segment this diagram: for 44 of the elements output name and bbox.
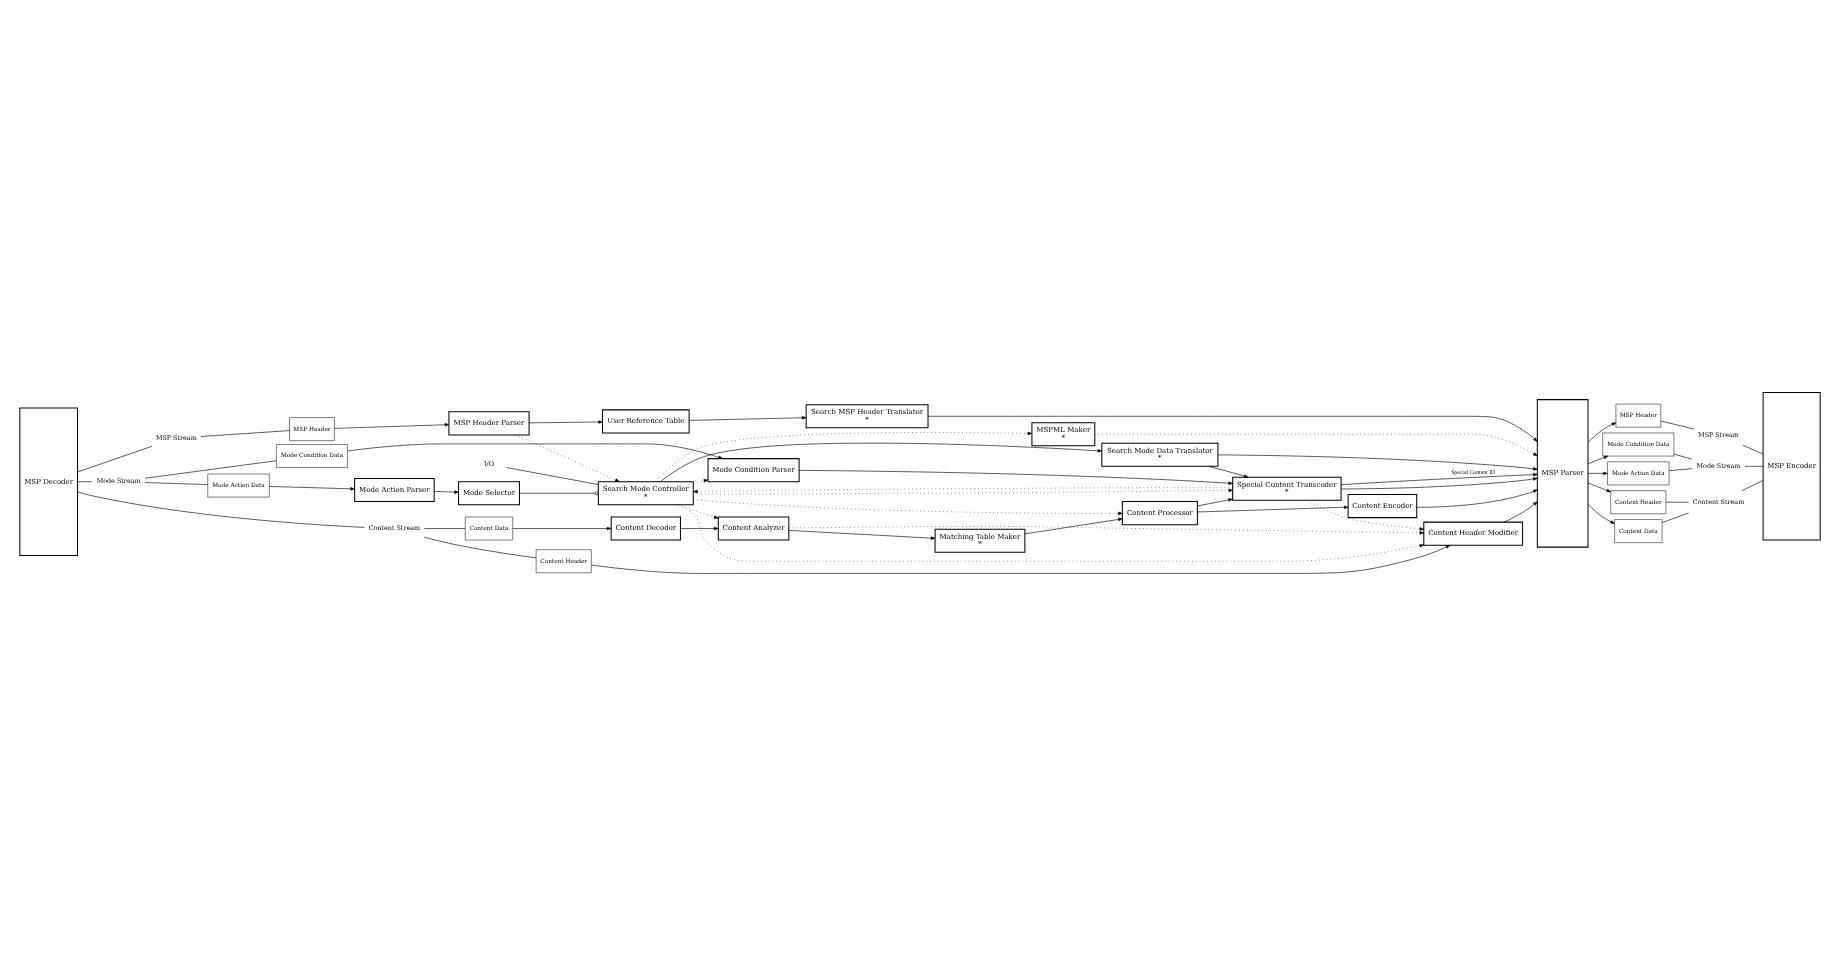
arrow <box>677 503 719 518</box>
arrow <box>528 419 603 423</box>
arrow <box>1197 504 1349 512</box>
arrow <box>680 525 719 530</box>
arrow <box>1208 465 1249 477</box>
arrow <box>1587 503 1615 523</box>
arrow <box>688 415 807 420</box>
arrow <box>660 441 1102 481</box>
arrow <box>788 525 1424 534</box>
connector <box>424 527 466 528</box>
arrow <box>1587 421 1617 442</box>
arrow <box>1504 500 1538 522</box>
connector <box>200 429 290 436</box>
arrow <box>1587 454 1609 464</box>
connector <box>1741 479 1764 490</box>
connector <box>77 445 153 472</box>
arrow <box>269 485 355 490</box>
arrow <box>927 415 1538 441</box>
arrow <box>512 525 612 530</box>
arrow <box>655 430 1033 481</box>
arrow <box>679 503 1425 561</box>
arrow <box>798 469 1233 484</box>
arrow <box>1217 453 1538 470</box>
arrow <box>515 433 620 481</box>
connector <box>506 466 599 484</box>
arrow <box>1094 432 1538 456</box>
arrow <box>1340 471 1538 485</box>
arrow <box>1416 488 1538 507</box>
arrow <box>1024 516 1123 534</box>
arrow <box>1340 476 1538 489</box>
arrow <box>1587 481 1612 492</box>
connector <box>519 490 599 495</box>
arrow <box>591 544 1451 573</box>
connector <box>77 480 93 482</box>
arrow <box>347 442 723 458</box>
arrow <box>1587 470 1608 475</box>
arrow <box>1306 499 1425 530</box>
arrow <box>334 422 450 428</box>
arrow <box>788 529 936 539</box>
arrow <box>1197 497 1233 506</box>
arrow <box>693 498 1123 515</box>
connector <box>1744 465 1764 466</box>
connector <box>77 490 365 527</box>
arrow <box>434 489 459 493</box>
